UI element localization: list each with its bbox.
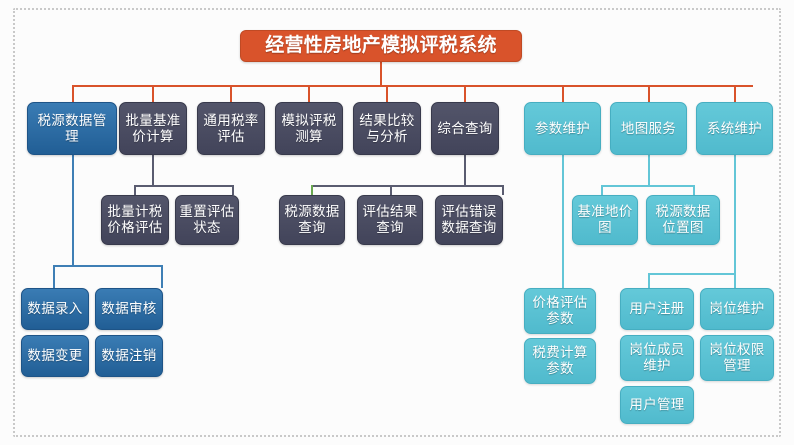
connector-system-stem — [734, 155, 736, 273]
node-position-member-maintenance[interactable]: 岗位成员维护 — [620, 335, 694, 381]
node-assessment-error-data-query[interactable]: 评估错误数据查询 — [435, 195, 503, 245]
connector-tax-source-stem — [72, 155, 74, 265]
node-result-comparison[interactable]: 结果比较与分析 — [353, 102, 421, 155]
node-user-registration[interactable]: 用户注册 — [620, 288, 694, 330]
connector-batch-drop-2 — [232, 185, 234, 195]
node-tax-source-data-query[interactable]: 税源数据查询 — [279, 195, 345, 245]
node-reset-assessment-status[interactable]: 重置评估状态 — [175, 195, 239, 245]
connector-tax-source-drop-1 — [53, 265, 55, 288]
connector-query-drop-1 — [311, 185, 313, 195]
node-assessment-result-query[interactable]: 评估结果查询 — [357, 195, 423, 245]
node-price-assessment-parameter[interactable]: 价格评估参数 — [524, 288, 596, 334]
node-map-service[interactable]: 地图服务 — [610, 102, 687, 155]
connector-map-bar — [601, 185, 695, 187]
connector-system-drop-1 — [648, 273, 650, 288]
node-tax-source-management[interactable]: 税源数据管理 — [27, 102, 117, 155]
connector-drop-l2-5 — [386, 85, 388, 102]
connector-map-stem — [648, 155, 650, 185]
connector-batch-stem — [152, 155, 154, 185]
node-batch-base-price[interactable]: 批量基准价计算 — [119, 102, 187, 155]
connector-query-bar — [311, 185, 504, 187]
connector-drop-l2-2 — [152, 85, 154, 102]
connector-system-bar — [648, 273, 736, 275]
connector-query-drop-3 — [502, 185, 504, 195]
connector-query-stem — [464, 155, 466, 185]
node-user-management[interactable]: 用户管理 — [620, 386, 694, 424]
node-base-land-price-map[interactable]: 基准地价图 — [572, 195, 638, 245]
node-tax-calculation-parameter[interactable]: 税费计算参数 — [524, 338, 596, 384]
connector-query-drop-2 — [390, 185, 392, 195]
node-batch-tax-price-assessment[interactable]: 批量计税价格评估 — [101, 195, 169, 245]
connector-batch-bar — [134, 185, 234, 187]
connector-param-stem — [562, 155, 564, 288]
node-simulated-tax-calc[interactable]: 模拟评税测算 — [275, 102, 343, 155]
connector-main-bus — [72, 85, 753, 87]
connector-drop-l2-1 — [72, 85, 74, 102]
node-position-maintenance[interactable]: 岗位维护 — [700, 288, 774, 330]
connector-batch-drop-1 — [134, 185, 136, 195]
connector-system-drop-2 — [734, 273, 736, 288]
connector-drop-l2-7 — [562, 85, 564, 102]
node-position-permission-management[interactable]: 岗位权限管理 — [700, 335, 774, 381]
connector-drop-l2-3 — [230, 85, 232, 102]
node-data-entry[interactable]: 数据录入 — [21, 288, 89, 330]
diagram-title: 经营性房地产模拟评税系统 — [240, 30, 522, 62]
node-data-cancellation[interactable]: 数据注销 — [95, 335, 163, 377]
connector-drop-l2-6 — [464, 85, 466, 102]
node-general-tax-rate[interactable]: 通用税率评估 — [197, 102, 265, 155]
connector-map-drop-2 — [693, 185, 695, 195]
node-parameter-maintenance[interactable]: 参数维护 — [524, 102, 601, 155]
node-tax-source-location-map[interactable]: 税源数据位置图 — [646, 195, 720, 245]
node-system-maintenance[interactable]: 系统维护 — [696, 102, 773, 155]
node-data-audit[interactable]: 数据审核 — [95, 288, 163, 330]
connector-tax-source-bar — [53, 265, 163, 267]
node-data-change[interactable]: 数据变更 — [21, 335, 89, 377]
node-comprehensive-query[interactable]: 综合查询 — [431, 102, 499, 155]
connector-map-drop-1 — [601, 185, 603, 195]
connector-tax-source-drop-2 — [161, 265, 163, 288]
connector-drop-l2-4 — [308, 85, 310, 102]
connector-drop-l2-8 — [648, 85, 650, 102]
connector-drop-l2-9 — [734, 85, 736, 102]
connector-title-stem — [380, 62, 382, 85]
